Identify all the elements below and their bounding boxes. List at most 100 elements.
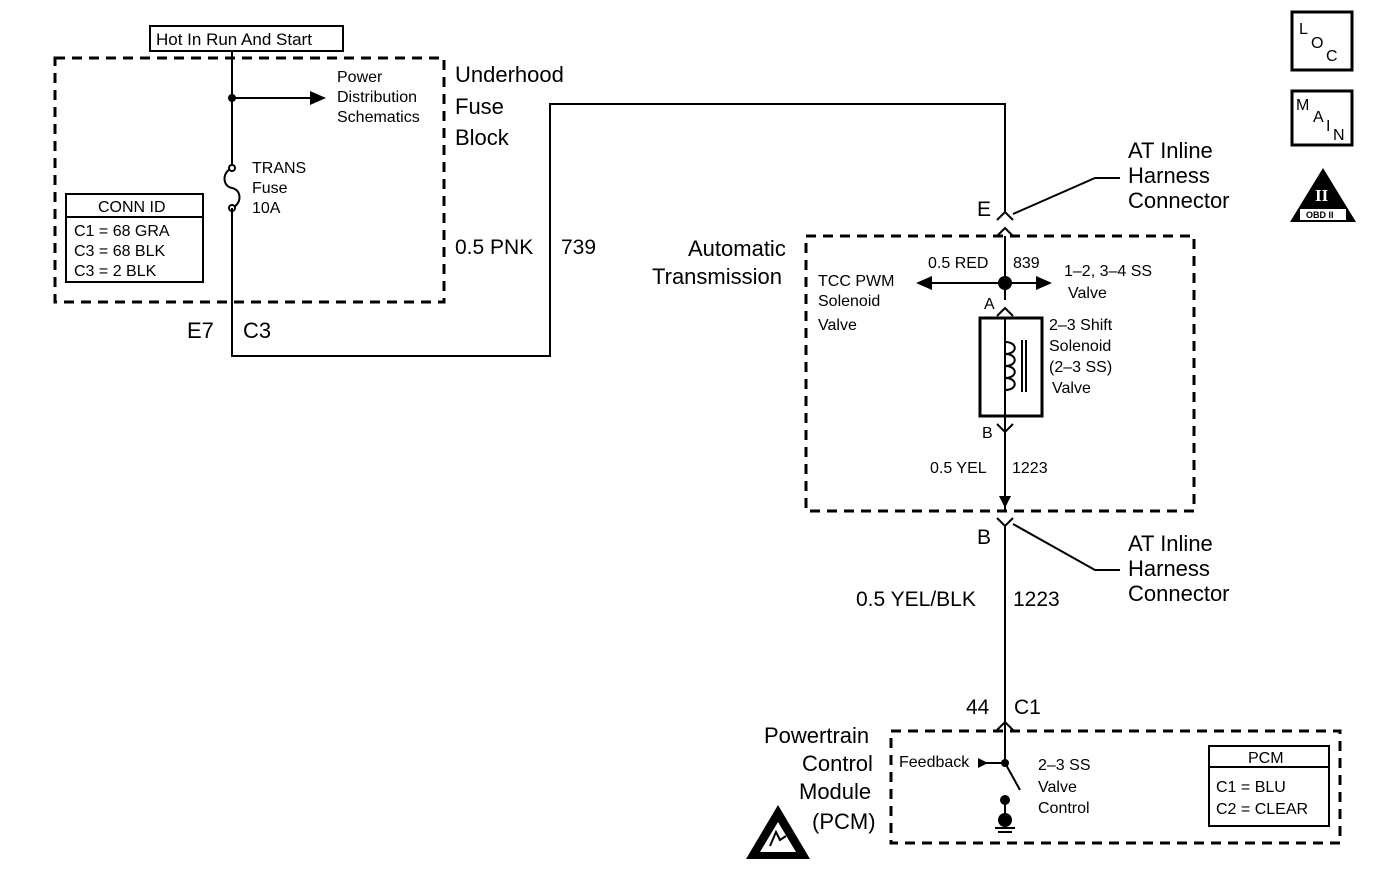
svg-text:PCM: PCM	[1248, 750, 1284, 767]
transmission-boundary	[804, 234, 1196, 513]
fuse-block-name: Underhood Fuse Block	[455, 62, 564, 150]
bottom-inline-connector-label: AT Inline Harness Connector	[1128, 531, 1230, 606]
pnk-wire	[231, 103, 1006, 357]
svg-text:Valve: Valve	[1052, 380, 1091, 397]
svg-text:C3 = 2 BLK: C3 = 2 BLK	[74, 263, 157, 280]
svg-text:Valve: Valve	[1038, 779, 1077, 796]
ss-valve-label: 1–2, 3–4 SS Valve	[1064, 263, 1152, 302]
svg-text:Control: Control	[802, 751, 873, 776]
svg-text:OBD II: OBD II	[1306, 210, 1334, 220]
pnk-wire-circuit: 739	[561, 236, 596, 259]
svg-text:C1 = 68 GRA: C1 = 68 GRA	[74, 223, 170, 240]
svg-text:Solenoid: Solenoid	[1049, 338, 1111, 355]
svg-text:Valve: Valve	[818, 317, 857, 334]
svg-text:C3 = 68 BLK: C3 = 68 BLK	[74, 243, 166, 260]
connector-c3-label: C3	[243, 318, 271, 343]
arrow-left-icon	[978, 758, 988, 768]
pcm-name: Powertrain Control Module (PCM)	[764, 723, 876, 834]
svg-text:10A: 10A	[252, 200, 281, 217]
svg-text:O: O	[1311, 35, 1323, 52]
svg-text:I: I	[1326, 118, 1330, 135]
svg-text:(2–3 SS): (2–3 SS)	[1049, 359, 1112, 376]
red-wire-color: 0.5 RED	[928, 255, 988, 272]
solenoid-coil-icon	[1004, 341, 1016, 391]
svg-text:A: A	[1313, 109, 1324, 126]
svg-text:Valve: Valve	[1068, 285, 1107, 302]
arrow-right-icon	[1036, 276, 1052, 290]
svg-text:Transmission: Transmission	[652, 264, 782, 289]
fuse-label: TRANS Fuse 10A	[252, 160, 306, 217]
pnk-wire-color: 0.5 PNK	[455, 236, 533, 259]
red-wire-circuit: 839	[1013, 255, 1040, 272]
esd-warning-icon	[746, 805, 810, 859]
svg-text:M: M	[1296, 97, 1309, 114]
pcm-connector-table: PCM C1 = BLU C2 = CLEAR	[1208, 745, 1330, 827]
connector-male-icon	[996, 517, 1014, 528]
svg-text:Fuse: Fuse	[252, 180, 288, 197]
yel-wire-circuit: 1223	[1012, 460, 1048, 477]
yel-wire-color: 0.5 YEL	[930, 460, 987, 477]
svg-text:Solenoid: Solenoid	[818, 293, 880, 310]
svg-text:2–3 Shift: 2–3 Shift	[1049, 317, 1113, 334]
fuse-icon	[223, 167, 241, 209]
loc-icon: L O C	[1290, 10, 1354, 72]
connector-male-icon	[996, 226, 1014, 237]
svg-text:Automatic: Automatic	[688, 236, 786, 261]
hot-in-run-text: Hot In Run And Start	[156, 30, 312, 49]
arrow-right-icon	[310, 91, 326, 105]
pin-a-connector-icon	[996, 306, 1014, 317]
svg-text:Harness: Harness	[1128, 163, 1210, 188]
fuse-block-boundary	[53, 56, 446, 304]
svg-text:TRANS: TRANS	[252, 160, 306, 177]
pcm-connector-label: C1	[1014, 696, 1041, 719]
svg-text:Distribution: Distribution	[337, 89, 417, 106]
valve-control-label: 2–3 SS Valve Control	[1038, 757, 1090, 817]
svg-text:CONN ID: CONN ID	[98, 199, 166, 216]
svg-text:C2 = CLEAR: C2 = CLEAR	[1216, 801, 1308, 818]
hot-in-run-label: Hot In Run And Start	[149, 25, 344, 52]
pin-a-label: A	[984, 296, 995, 313]
svg-text:C1 = BLU: C1 = BLU	[1216, 779, 1286, 796]
svg-text:Module: Module	[799, 779, 871, 804]
connector-female-icon	[996, 210, 1014, 221]
transmission-name: Automatic Transmission	[652, 236, 786, 289]
svg-text:Control: Control	[1038, 800, 1090, 817]
svg-text:Power: Power	[337, 69, 383, 86]
svg-text:Powertrain: Powertrain	[764, 723, 869, 748]
svg-text:L: L	[1299, 21, 1308, 38]
svg-text:Fuse: Fuse	[455, 94, 504, 119]
svg-text:Block: Block	[455, 125, 510, 150]
pin-e7-label: E7	[187, 318, 214, 343]
bottom-connector-pin: B	[977, 526, 991, 549]
pcm-boundary	[889, 729, 1342, 845]
svg-text:Connector: Connector	[1128, 581, 1230, 606]
pcm-connector-icon	[996, 720, 1014, 731]
bottom-connector-leader	[1012, 523, 1120, 571]
svg-text:Connector: Connector	[1128, 188, 1230, 213]
top-connector-pin: E	[977, 198, 991, 221]
power-distribution-ref: Power Distribution Schematics	[337, 69, 420, 126]
shift-solenoid-label: 2–3 Shift Solenoid (2–3 SS) Valve	[1049, 317, 1113, 397]
tcc-pwm-label: TCC PWM Solenoid Valve	[818, 273, 894, 334]
top-inline-connector-label: AT Inline Harness Connector	[1128, 138, 1230, 213]
arrow-left-icon	[916, 276, 932, 290]
pin-b-label: B	[982, 425, 993, 442]
yelblk-wire-circuit: 1223	[1013, 588, 1060, 611]
top-connector-leader	[1012, 177, 1120, 215]
svg-text:1–2, 3–4 SS: 1–2, 3–4 SS	[1064, 263, 1152, 280]
svg-text:TCC PWM: TCC PWM	[818, 273, 894, 290]
svg-text:N: N	[1333, 127, 1345, 144]
svg-text:C: C	[1326, 48, 1338, 65]
yelblk-wire-color: 0.5 YEL/BLK	[856, 588, 976, 611]
svg-text:AT Inline: AT Inline	[1128, 531, 1213, 556]
main-icon: M A I N	[1290, 89, 1354, 147]
obd-ii-icon: II OBD II	[1290, 168, 1356, 222]
svg-text:Harness: Harness	[1128, 556, 1210, 581]
svg-text:II: II	[1315, 186, 1329, 205]
svg-text:AT Inline: AT Inline	[1128, 138, 1213, 163]
svg-text:(PCM): (PCM)	[812, 809, 876, 834]
svg-text:2–3 SS: 2–3 SS	[1038, 757, 1090, 774]
ground-icon	[998, 813, 1012, 827]
switch-icon	[1004, 762, 1021, 791]
